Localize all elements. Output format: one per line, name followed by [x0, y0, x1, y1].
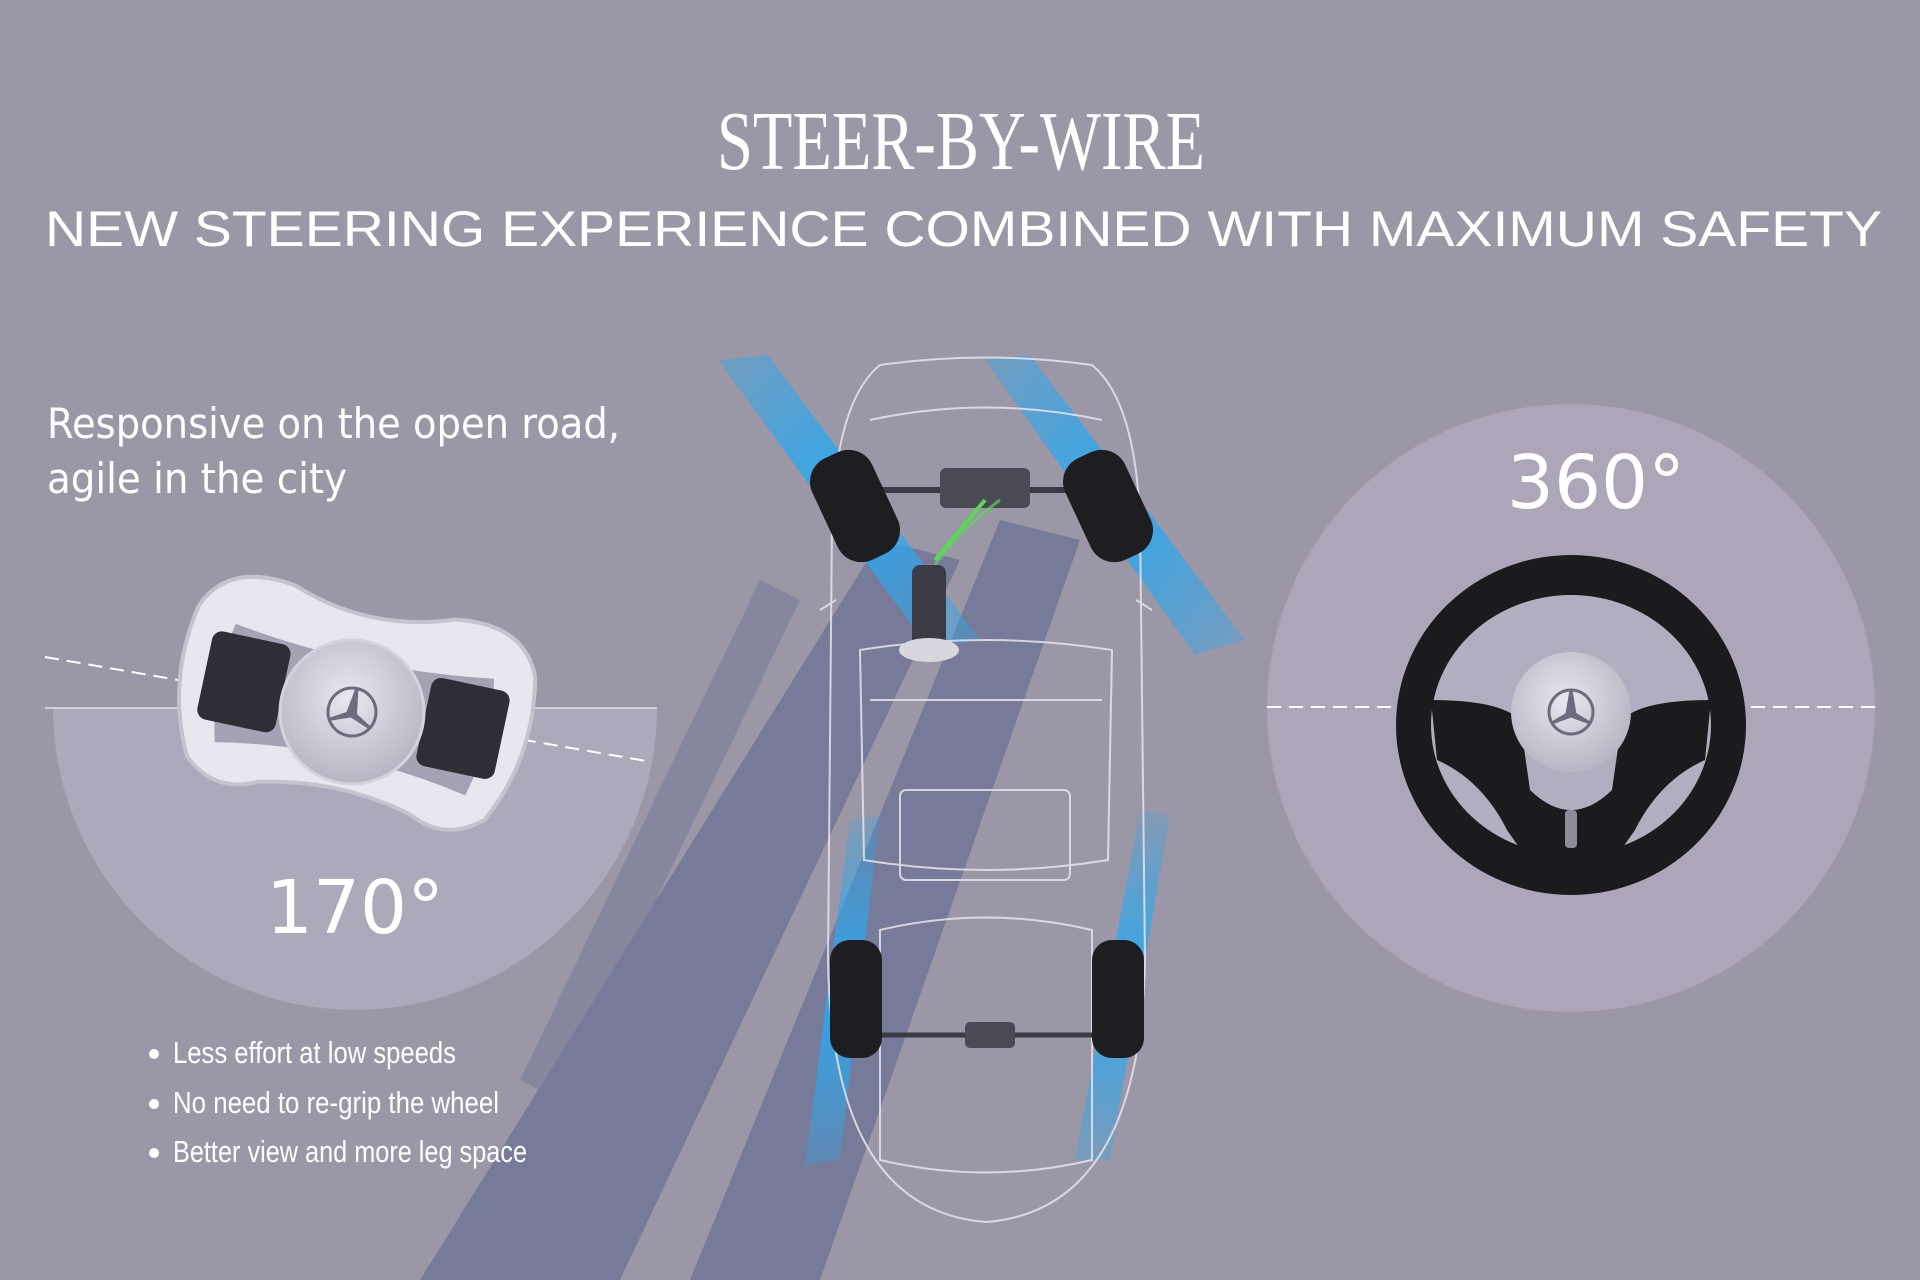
page-title: STEER-BY-WIRE — [717, 95, 1205, 188]
rear-left-wheel — [830, 940, 882, 1058]
benefit-item: No need to re-grip the wheel — [173, 1085, 499, 1120]
front-axle-assembly — [809, 449, 1154, 662]
bullet-icon — [149, 1148, 159, 1158]
star-emblem-icon — [326, 686, 378, 738]
angle-label-170: 170° — [266, 865, 444, 951]
angle-label-360: 360° — [1507, 440, 1685, 526]
rear-right-wheel — [1092, 940, 1144, 1058]
benefit-list: Less effort at low speeds No need to re-… — [149, 1035, 527, 1169]
round-steering-wheel — [1396, 555, 1746, 895]
star-emblem-icon — [1547, 688, 1595, 736]
front-right-wheel — [1062, 449, 1154, 563]
benefit-item: Better view and more leg space — [173, 1134, 527, 1169]
car-shadow — [420, 520, 1080, 1280]
benefit-item: Less effort at low speeds — [173, 1035, 456, 1070]
yoke-steering-wheel — [177, 574, 538, 832]
bullet-icon — [149, 1049, 159, 1059]
tagline-line-1: Responsive on the open road, — [47, 399, 620, 448]
bullet-icon — [149, 1099, 159, 1109]
rear-axle-assembly — [830, 940, 1144, 1058]
front-left-wheel — [809, 449, 901, 563]
tagline-line-2: agile in the city — [47, 454, 347, 503]
page-subtitle: NEW STEERING EXPERIENCE COMBINED WITH MA… — [45, 201, 1882, 257]
